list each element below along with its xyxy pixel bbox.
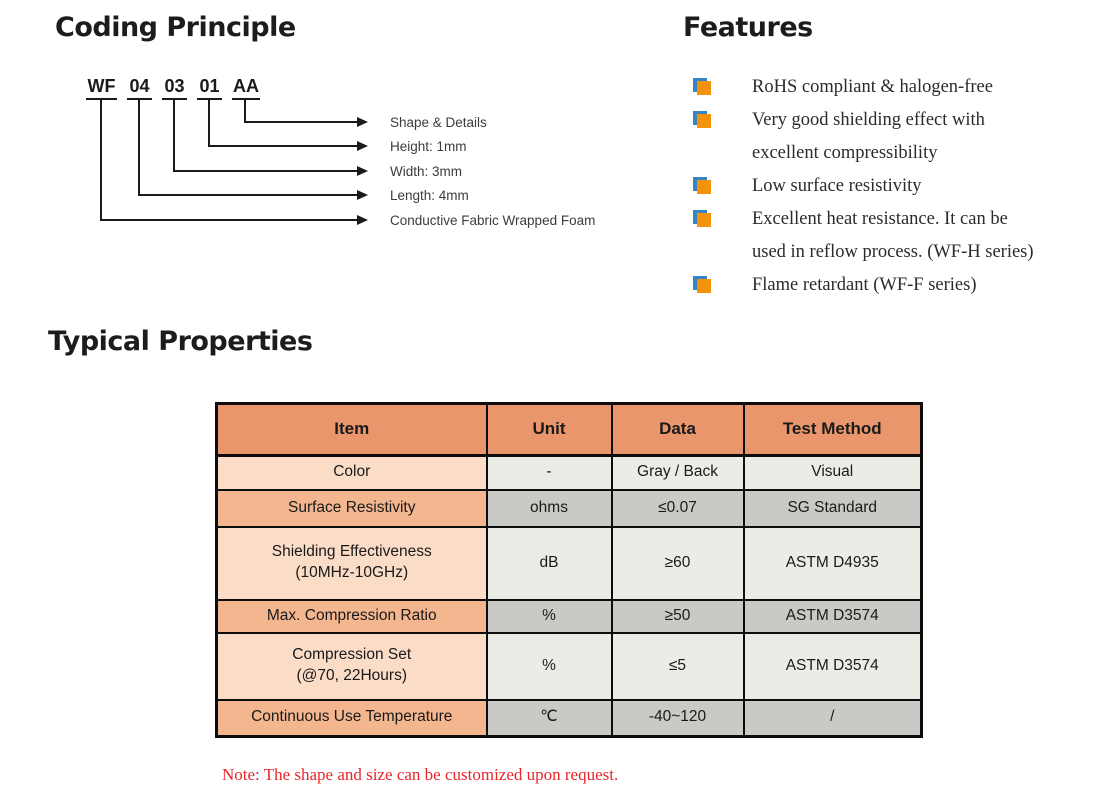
cell-data: ≥60 (610, 525, 745, 601)
arrow-right-icon (357, 190, 368, 200)
code-segment-shape: AA (232, 76, 260, 100)
connector-line (173, 170, 358, 172)
connector-line (208, 99, 210, 147)
code-label-shape: Shape & Details (390, 115, 487, 130)
code-label-length: Length: 4mm (390, 188, 469, 203)
code-label-height: Height: 1mm (390, 139, 467, 154)
coding-principle-title: Coding Principle (55, 12, 296, 43)
cell-item: Continuous Use Temperature (215, 698, 488, 738)
table-row: Compression Set (@70, 22Hours) % ≤5 ASTM… (215, 631, 923, 701)
cell-test-method: ASTM D3574 (742, 631, 923, 701)
connector-line (100, 99, 102, 221)
connector-line (138, 99, 140, 196)
table-row: Shielding Effectiveness (10MHz-10GHz) dB… (215, 525, 923, 601)
code-label-material: Conductive Fabric Wrapped Foam (390, 213, 596, 228)
cell-unit: dB (485, 525, 613, 601)
cell-unit: ohms (485, 488, 613, 528)
column-header-item: Item (215, 402, 488, 457)
feature-text: Flame retardant (WF-F series) (752, 275, 977, 295)
cell-test-method: / (742, 698, 923, 738)
code-segment-length: 04 (127, 76, 152, 100)
cell-data: ≥50 (610, 598, 745, 634)
column-header-test-method: Test Method (742, 402, 923, 457)
product-code: WF 04 03 01 AA (86, 76, 260, 100)
cell-item: Surface Resistivity (215, 488, 488, 528)
table-row: Color - Gray / Back Visual (215, 454, 923, 491)
table-header-row: Item Unit Data Test Method (215, 402, 923, 457)
cell-item: Color (215, 454, 488, 491)
cell-data: ≤5 (610, 631, 745, 701)
feature-text: RoHS compliant & halogen-free (752, 77, 993, 97)
arrow-right-icon (357, 166, 368, 176)
feature-item: Very good shielding effect with excellen… (693, 104, 1103, 170)
square-bullet-icon (693, 177, 712, 196)
connector-line (244, 121, 358, 123)
cell-unit: ℃ (485, 698, 613, 738)
square-bullet-icon (693, 210, 712, 229)
customization-note: Note: The shape and size can be customiz… (222, 765, 619, 784)
feature-item: Flame retardant (WF-F series) (693, 269, 1103, 302)
connector-line (208, 145, 358, 147)
arrow-right-icon (357, 141, 368, 151)
features-title: Features (683, 12, 813, 43)
table-row: Continuous Use Temperature ℃ -40~120 / (215, 698, 923, 738)
cell-unit: % (485, 598, 613, 634)
connector-line (173, 99, 175, 172)
cell-test-method: Visual (742, 454, 923, 491)
connector-line (244, 99, 246, 123)
cell-unit: % (485, 631, 613, 701)
cell-data: Gray / Back (610, 454, 745, 491)
cell-test-method: SG Standard (742, 488, 923, 528)
cell-test-method: ASTM D4935 (742, 525, 923, 601)
column-header-unit: Unit (485, 402, 613, 457)
cell-item: Shielding Effectiveness (10MHz-10GHz) (215, 525, 488, 601)
cell-data: ≤0.07 (610, 488, 745, 528)
feature-text: Excellent heat resistance. It can be use… (752, 209, 1034, 262)
arrow-right-icon (357, 117, 368, 127)
connector-line (100, 219, 358, 221)
feature-item: Low surface resistivity (693, 170, 1103, 203)
cell-item: Max. Compression Ratio (215, 598, 488, 634)
feature-text: Low surface resistivity (752, 176, 922, 196)
table-row: Max. Compression Ratio % ≥50 ASTM D3574 (215, 598, 923, 634)
feature-item: RoHS compliant & halogen-free (693, 71, 1103, 104)
cell-data: -40~120 (610, 698, 745, 738)
cell-unit: - (485, 454, 613, 491)
square-bullet-icon (693, 276, 712, 295)
column-header-data: Data (610, 402, 745, 457)
cell-test-method: ASTM D3574 (742, 598, 923, 634)
square-bullet-icon (693, 78, 712, 97)
square-bullet-icon (693, 111, 712, 130)
code-segment-width: 03 (162, 76, 187, 100)
typical-properties-table: Item Unit Data Test Method Color - Gray … (215, 402, 923, 738)
feature-text: Very good shielding effect with excellen… (752, 110, 985, 163)
code-segment-series: WF (86, 76, 117, 100)
feature-item: Excellent heat resistance. It can be use… (693, 203, 1103, 269)
arrow-right-icon (357, 215, 368, 225)
code-label-width: Width: 3mm (390, 164, 463, 179)
code-segment-height: 01 (197, 76, 222, 100)
connector-line (138, 194, 358, 196)
table-row: Surface Resistivity ohms ≤0.07 SG Standa… (215, 488, 923, 528)
typical-properties-title: Typical Properties (48, 326, 313, 357)
cell-item: Compression Set (@70, 22Hours) (215, 631, 488, 701)
features-list: RoHS compliant & halogen-free Very good … (693, 71, 1103, 302)
